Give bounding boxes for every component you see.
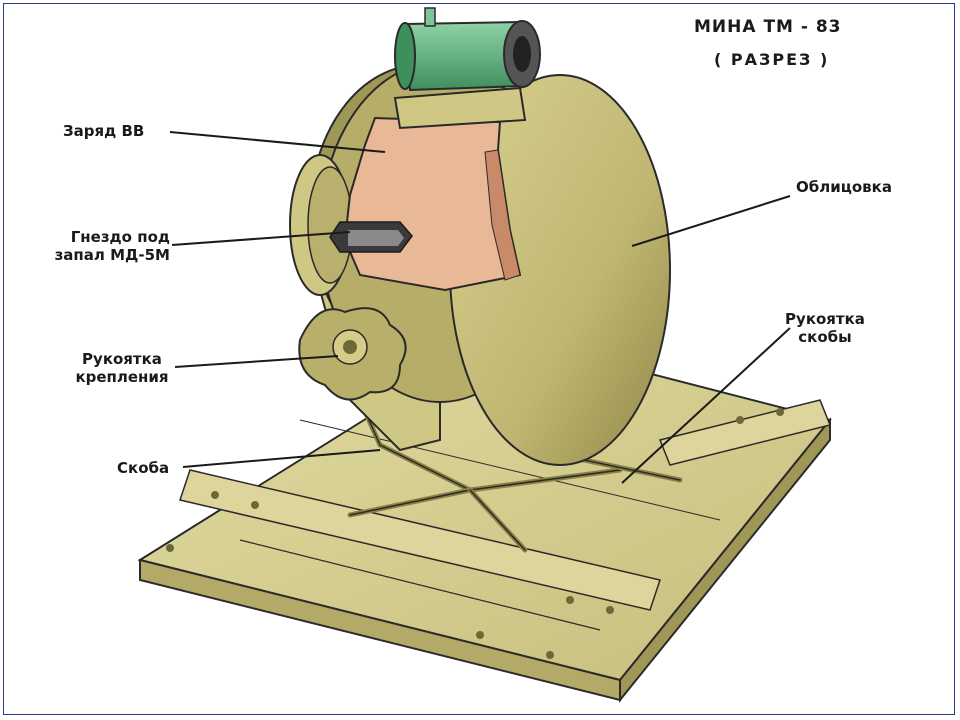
label-mount-handle: Рукоятка крепления xyxy=(66,350,178,386)
label-mount-handle-line1: Рукоятка xyxy=(82,350,162,368)
leader-fuze-socket xyxy=(171,231,351,246)
label-fuze-socket-line2: запал МД-5М xyxy=(54,246,170,264)
label-bracket-handle: Рукоятка скобы xyxy=(770,310,880,346)
label-bracket-handle-line1: Рукоятка xyxy=(785,310,865,328)
leader-charge xyxy=(169,131,386,153)
label-charge: Заряд ВВ xyxy=(63,122,145,140)
leader-bracket-handle xyxy=(621,327,791,484)
leader-bracket xyxy=(182,449,381,468)
mounting-handle-knob xyxy=(298,307,407,401)
top-fuze-cylinder xyxy=(393,7,541,130)
leader-mount-handle xyxy=(174,355,339,368)
leader-casing xyxy=(631,195,791,247)
explosive-charge-cutaway xyxy=(329,116,522,292)
label-fuze-socket-line1: Гнездо под xyxy=(70,228,170,246)
diagram-subtitle: ( РАЗРЕЗ ) xyxy=(714,50,830,69)
label-casing: Облицовка xyxy=(796,178,892,196)
label-mount-handle-line2: крепления xyxy=(75,368,169,386)
leader-lines xyxy=(169,131,791,484)
diagram-title: МИНА ТМ - 83 xyxy=(694,17,842,37)
label-fuze-socket: Гнездо под запал МД-5М xyxy=(32,228,170,264)
label-bracket: Скоба xyxy=(117,459,170,477)
label-bracket-handle-line2: скобы xyxy=(798,328,852,346)
